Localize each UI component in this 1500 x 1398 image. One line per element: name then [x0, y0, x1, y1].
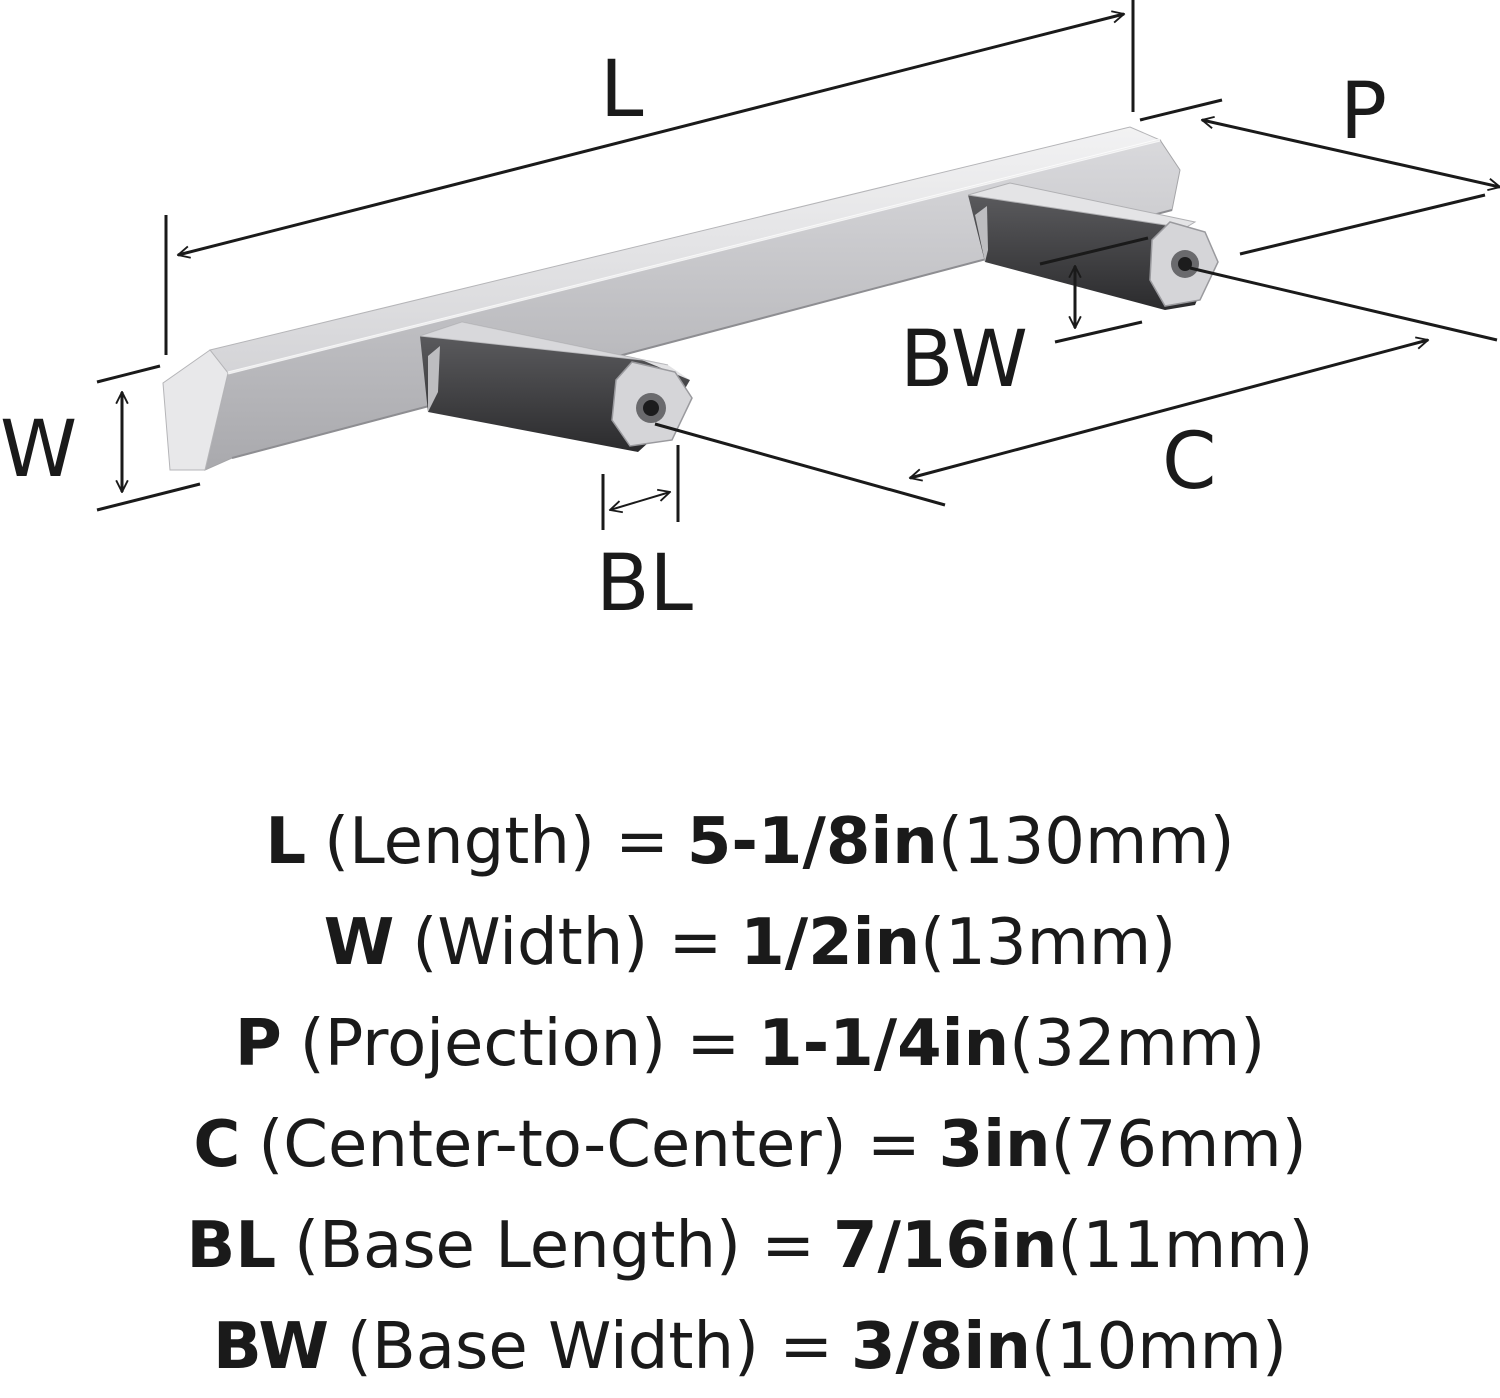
- dimension-C: C: [654, 266, 1498, 507]
- right-post: [967, 182, 1219, 310]
- handle-dimension-diagram: L P W BW C BL: [0, 0, 1500, 629]
- spec-center-to-center: C(Center-to-Center) =3in(76mm): [0, 1095, 1500, 1196]
- spec-code: W: [323, 906, 395, 980]
- label-BW: BW: [900, 315, 1028, 405]
- label-W: W: [0, 405, 77, 495]
- spec-code: BW: [213, 1310, 329, 1384]
- spec-projection: P(Projection) =1-1/4in(32mm): [0, 994, 1500, 1095]
- spec-code: P: [234, 1007, 282, 1081]
- spec-length: L(Length) =5-1/8in(130mm): [0, 792, 1500, 893]
- spec-metric: (11mm): [1057, 1209, 1314, 1283]
- spec-imperial: 1/2in: [740, 906, 921, 980]
- spec-code: L: [265, 805, 307, 879]
- label-C: C: [1162, 417, 1216, 507]
- spec-width: W(Width) =1/2in(13mm): [0, 893, 1500, 994]
- spec-imperial: 3in: [938, 1108, 1051, 1182]
- spec-imperial: 1-1/4in: [758, 1007, 1010, 1081]
- spec-metric: (76mm): [1050, 1108, 1307, 1182]
- label-P: P: [1340, 67, 1387, 157]
- spec-metric: (10mm): [1030, 1310, 1287, 1384]
- spec-imperial: 5-1/8in: [686, 805, 938, 879]
- spec-metric: (32mm): [1009, 1007, 1266, 1081]
- spec-imperial: 3/8in: [850, 1310, 1031, 1384]
- dimension-P: P: [1139, 67, 1500, 256]
- spec-description: (Base Width) =: [346, 1310, 833, 1384]
- spec-code: BL: [186, 1209, 277, 1283]
- spec-base-width: BW(Base Width) =3/8in(10mm): [0, 1297, 1500, 1398]
- spec-description: (Length) =: [324, 805, 669, 879]
- spec-description: (Center-to-Center) =: [258, 1108, 921, 1182]
- spec-metric: (13mm): [920, 906, 1177, 980]
- label-BL: BL: [596, 539, 694, 629]
- spec-base-length: BL(Base Length) =7/16in(11mm): [0, 1196, 1500, 1297]
- spec-description: (Projection) =: [299, 1007, 741, 1081]
- spec-metric: (130mm): [937, 805, 1235, 879]
- label-L: L: [600, 45, 644, 135]
- spec-description: (Base Length) =: [294, 1209, 815, 1283]
- dimension-BL: BL: [596, 445, 694, 629]
- spec-code: C: [193, 1108, 241, 1182]
- dimension-W: W: [0, 364, 201, 512]
- specifications-list: L(Length) =5-1/8in(130mm) W(Width) =1/2i…: [0, 792, 1500, 1398]
- left-post: [419, 321, 693, 452]
- dimension-L: L: [164, 0, 1135, 355]
- spec-description: (Width) =: [412, 906, 723, 980]
- spec-imperial: 7/16in: [832, 1209, 1058, 1283]
